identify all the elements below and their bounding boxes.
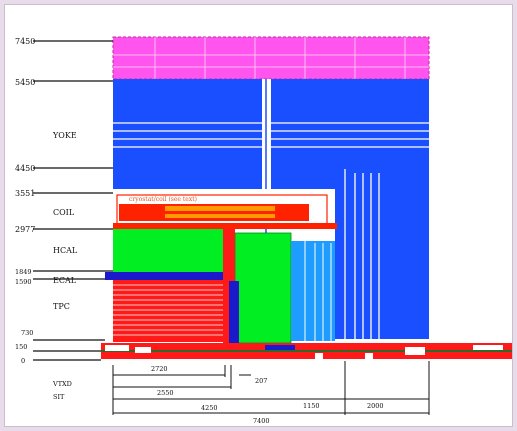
hcal-region	[113, 229, 292, 344]
ecal-region	[105, 229, 239, 343]
label-sit: SIT	[53, 393, 65, 401]
coil-region	[113, 189, 337, 229]
dim-label-7450: 7450	[15, 37, 35, 46]
dim-label-3551: 3551	[15, 189, 35, 198]
dim-2550: 2550	[157, 389, 174, 397]
label-yoke: YOKE	[52, 131, 77, 140]
yoke-region	[113, 79, 429, 339]
dim-label-0: 0	[21, 357, 25, 365]
dim-label-1590: 1590	[15, 278, 32, 286]
dim-label-5450: 5450	[15, 78, 35, 87]
detector-quadrant-diagram: 7450 5450 YOKE 4450 3551 COIL 2977 HCAL …	[15, 36, 512, 425]
dim-4250: 4250	[201, 404, 218, 412]
dim-2000: 2000	[367, 402, 384, 410]
endcap-region	[291, 241, 335, 341]
beamline-region	[101, 343, 512, 359]
dim-label-730: 730	[21, 329, 33, 337]
label-ecal: ECAL	[53, 276, 77, 285]
dim-1150: 1150	[303, 402, 320, 410]
drawing-frame: 7450 5450 YOKE 4450 3551 COIL 2977 HCAL …	[4, 4, 513, 427]
coil-note: cryostat/coil (see text)	[129, 196, 197, 203]
dim-7400: 7400	[253, 417, 270, 425]
yoke-top-region	[112, 36, 430, 80]
label-hcal: HCAL	[53, 246, 78, 255]
dim-label-4450: 4450	[15, 164, 35, 173]
dim-2720: 2720	[151, 365, 168, 373]
label-tpc: TPC	[53, 302, 70, 311]
dim-label-2977: 2977	[15, 225, 35, 234]
dim-207: 207	[255, 377, 267, 385]
dim-label-1849: 1849	[15, 268, 32, 276]
label-vtx: VTXD	[52, 380, 72, 388]
dim-label-150: 150	[15, 343, 27, 351]
label-coil: COIL	[53, 208, 75, 217]
